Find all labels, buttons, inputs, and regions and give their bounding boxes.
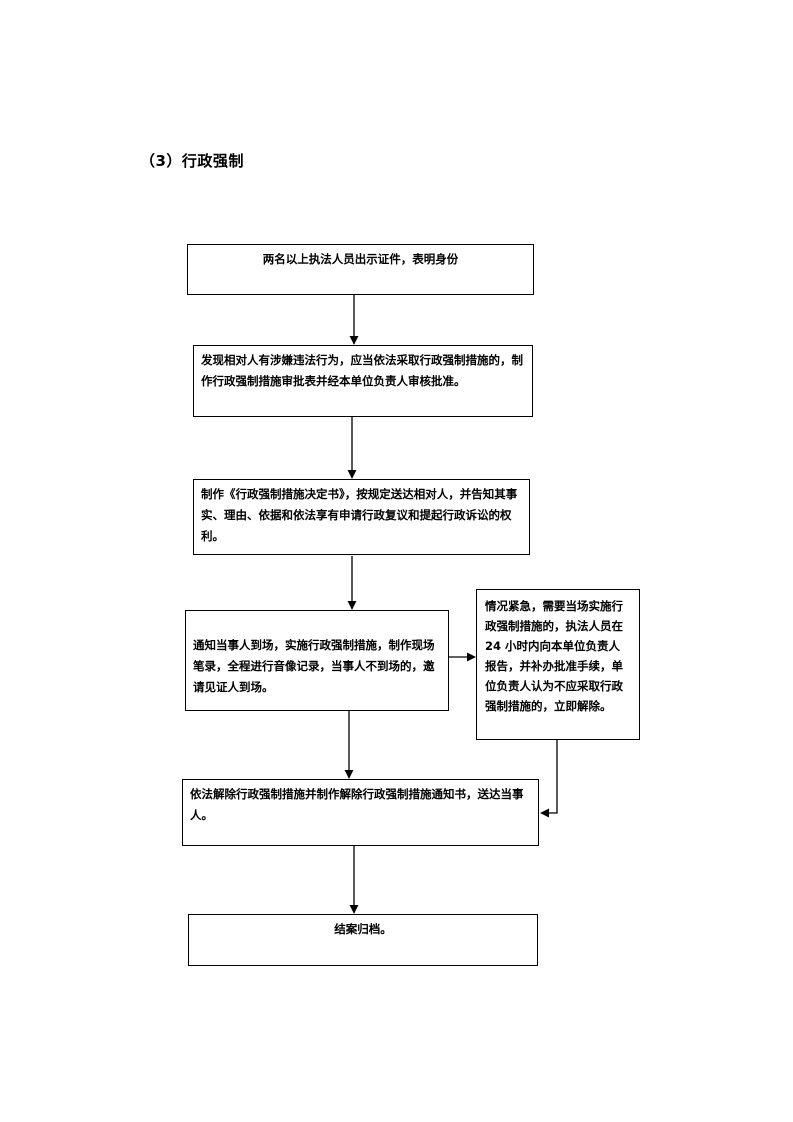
section-heading: （3）行政强制 <box>140 152 244 170</box>
step-show-credentials: 两名以上执法人员出示证件，表明身份 <box>187 244 534 295</box>
step-approve-measure: 发现相对人有涉嫌违法行为，应当依法采取行政强制措施的，制作行政强制措施审批表并经… <box>193 345 533 417</box>
arrow-5-to-6 <box>540 740 558 818</box>
step-close-case: 结案归档。 <box>188 914 538 966</box>
step-emergency-measure: 情况紧急，需要当场实施行政强制措施的，执法人员在 24 小时内向本单位负责人报告… <box>476 589 640 740</box>
step-implement-measure: 通知当事人到场，实施行政强制措施，制作现场笔录，全程进行音像记录，当事人不到场的… <box>185 610 449 711</box>
step-decision-notice: 制作《行政强制措施决定书》，按规定送达相对人，并告知其事实、理由、依据和依法享有… <box>193 479 530 555</box>
step-lift-measure: 依法解除行政强制措施并制作解除行政强制措施通知书，送达当事人。 <box>182 779 539 846</box>
